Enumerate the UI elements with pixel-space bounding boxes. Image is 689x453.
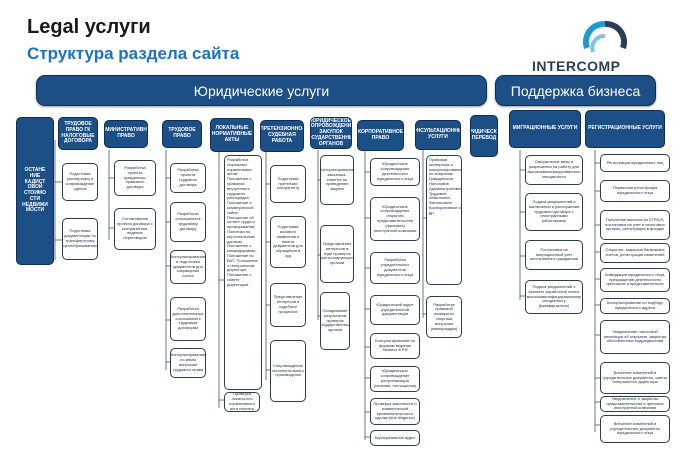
- box-founding-documents[interactable]: Разработка учредительных документов юрид…: [370, 252, 420, 284]
- box-egrul-extracts[interactable]: Получение выписок из ЕГРЮЛ, постановка н…: [600, 210, 670, 240]
- box-document-changes[interactable]: Внесение изменений в учредительные докум…: [600, 415, 670, 443]
- box-court-representation[interactable]: Представление интересов в судебных проце…: [270, 283, 306, 327]
- box-inspection-representation[interactable]: Представление интересов в ходе проверок …: [320, 225, 354, 283]
- intercomp-logo-icon: [583, 20, 627, 53]
- box-due-diligence[interactable]: Проверка законности и коммерческой привл…: [370, 398, 420, 425]
- box-labor-contract-draft[interactable]: Разработка проекта трудового договора: [170, 163, 206, 193]
- box-deal-support[interactable]: Подготовка (экспертиза) и сопровождение …: [62, 163, 98, 201]
- box-enforcement-support[interactable]: Сопровождение исполнительного производст…: [270, 340, 306, 402]
- box-branch-opening[interactable]: Юридическое сопровождение открытия предс…: [370, 197, 420, 241]
- box-bank-accounts[interactable]: Открытие, закрытие банковских счетов, ре…: [600, 243, 670, 263]
- box-labor-agreement[interactable]: Разработка соглашения к трудовому догово…: [170, 202, 206, 242]
- box-local-act-check[interactable]: Проверка локального нормативного акта кл…: [224, 392, 260, 412]
- box-legal-entity-support[interactable]: Юридическое сопровождение деятельности ю…: [370, 158, 420, 186]
- box-lawsuit-preparation[interactable]: Подготовка искового заявления и пакета д…: [270, 216, 306, 268]
- column-local-acts[interactable]: ЛОКАЛЬНЫЕ НОРМАТИВНЫЕ АКТЫ: [210, 118, 254, 152]
- box-entity-registration[interactable]: Регистрация юридических лиц: [600, 154, 670, 172]
- box-staff-reduction[interactable]: Консультирование и подготовка документов…: [170, 250, 206, 284]
- column-corporate-law[interactable]: КОРПОРАТИВНОЕ ПРАВО: [357, 120, 404, 151]
- box-reorganization[interactable]: Юридическое сопровождение реорганизации …: [370, 366, 420, 392]
- column-tax-contracts[interactable]: ТРУДОВОЕ ПРАВО ГК НАЛОГОВЫЕ ДОГОВОРА: [58, 117, 98, 150]
- box-business-forms[interactable]: Консультирование по формам ведения бизне…: [370, 333, 420, 359]
- column-state-procurement[interactable]: ЮРИДИЧЕСКОЕ СОПРОВОЖДЕНИЕ ЗАКУПОК ГОСУДА…: [310, 117, 352, 149]
- box-contract-negotiation[interactable]: Согласование проекта договора с контраге…: [114, 208, 156, 250]
- box-additional-agreements[interactable]: Разработка дополнительных соглашений к т…: [170, 297, 206, 341]
- box-civil-contract-draft[interactable]: Разработка проекта гражданско-правового …: [114, 160, 156, 196]
- box-documentation-audit[interactable]: Юридический аудит учредительной документ…: [370, 295, 420, 325]
- column-administrative-law[interactable]: АДМИНИСТРАТИВНОЕ ПРАВО: [104, 120, 148, 148]
- box-legal-address[interactable]: Консультирование по подбору юридического…: [600, 298, 670, 314]
- box-salary-notifications[interactable]: Подача уведомлений о выплате заработной …: [525, 280, 583, 314]
- column-registration[interactable]: РЕГИСТРАЦИОННЫЕ УСЛУГИ: [585, 110, 665, 148]
- box-inspection-appeal[interactable]: Оспаривание результатов проверок государ…: [320, 292, 350, 350]
- column-consulting[interactable]: КОНСУЛЬТАЦИОННЫЕ УСЛУГИ: [415, 120, 461, 150]
- box-corporate-audit[interactable]: Корпоративный аудит: [370, 430, 420, 446]
- logo-text: INTERCOMP: [532, 58, 621, 74]
- box-legal-memorandum[interactable]: Разработка правовой позиции по спорным в…: [426, 296, 462, 338]
- box-charter-changes[interactable]: Внесение изменений в учредительные докум…: [600, 362, 670, 394]
- page-title: Legal услуги: [27, 16, 151, 38]
- page-subtitle: Структура раздела сайта: [27, 44, 240, 63]
- box-tax-notification[interactable]: Уведомление налоговой инспекции об откры…: [600, 320, 670, 354]
- box-procurement-consulting[interactable]: Консультирование заказчика-клиента по пр…: [320, 155, 354, 205]
- box-office-closure[interactable]: Уведомление о закрытии представительства…: [600, 396, 670, 412]
- box-liquidation[interactable]: Ликвидация юридического лица, прекращени…: [600, 268, 670, 292]
- box-local-acts-list[interactable]: Разработка локальных нормативных актов: …: [224, 155, 262, 390]
- column-labor-law[interactable]: ТРУДОВОЕ ПРАВО: [162, 120, 202, 148]
- box-legal-expertise[interactable]: Правовая экспертиза и консультирование п…: [426, 155, 462, 285]
- box-claim-preparation[interactable]: Подготовка претензии контрагенту: [270, 165, 306, 203]
- column-migration[interactable]: МИГРАЦИОННЫЕ УСЛУГИ: [509, 110, 581, 148]
- section-business-support[interactable]: Поддержка бизнеса: [495, 75, 656, 106]
- box-migration-registration[interactable]: Постановка на миграционный учет иностран…: [525, 240, 583, 270]
- box-visa-work-permit[interactable]: Оформление визы и разрешения на работу д…: [525, 155, 583, 185]
- column-legal-translation[interactable]: ЮРИДИЧЕСКИЙ ПЕРЕВОД: [470, 115, 498, 157]
- column-cadastral-value[interactable]: ОСТАНЕ НИЕ КАДИСТ ОВОЙ СТОИМО СТИ НЕДВИЖ…: [16, 117, 54, 265]
- box-transfer-pricing[interactable]: Подготовка документации по трансфертному…: [62, 218, 98, 260]
- box-labor-consulting[interactable]: Консультирование по иным вопросам трудов…: [170, 348, 206, 378]
- section-legal-services[interactable]: Юридические услуги: [36, 75, 487, 106]
- box-primary-registration[interactable]: Первичная регистрация юридического лица: [600, 180, 670, 202]
- box-employment-notifications[interactable]: Подача уведомлений о заключении и растор…: [525, 193, 583, 231]
- column-claims-court[interactable]: ПРЕТЕНЗИОННО-СУДЕБНАЯ РАБОТА: [260, 120, 304, 152]
